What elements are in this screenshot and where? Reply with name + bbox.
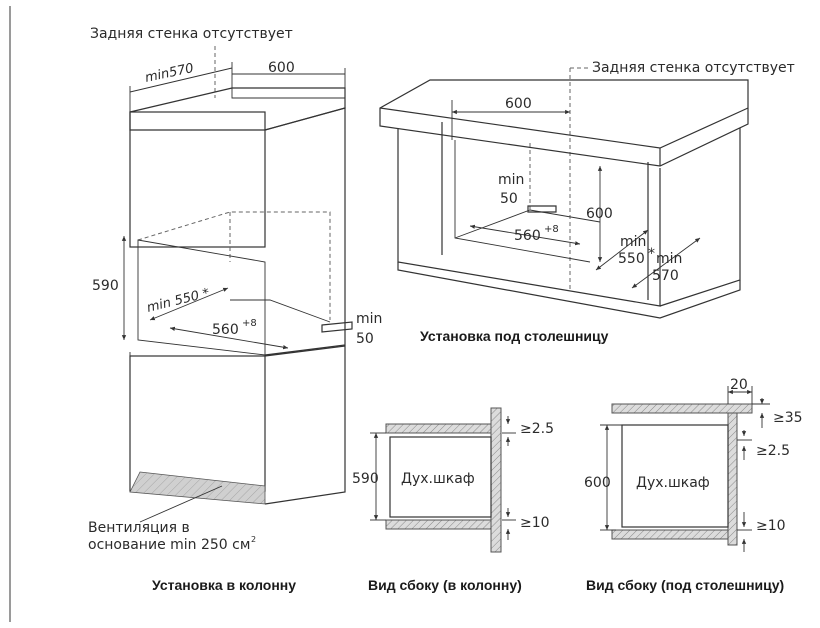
side-cnt-bottom-gap-label: ≥10 xyxy=(756,518,786,534)
counter-inner-width-sup: +8 xyxy=(544,224,559,235)
counter-depth-min: min xyxy=(656,251,682,267)
side-col-bottom-shelf xyxy=(385,519,492,530)
side-col-oven-label: Дух.шкаф xyxy=(401,471,475,487)
side-cnt-top-gap-label: ≥35 xyxy=(773,410,803,426)
counter-inner-width-dim-line xyxy=(469,224,581,246)
column-depth-dim-line xyxy=(129,67,233,93)
column-gap-marker xyxy=(321,321,353,333)
side-cnt-back-wall xyxy=(727,412,738,546)
side-cnt-countertop xyxy=(611,403,753,414)
side-cnt-height-label: 600 xyxy=(584,475,611,491)
column-back-wall-label: Задняя стенка отсутствует xyxy=(90,26,293,42)
column-niche-front xyxy=(137,239,266,356)
countertop-edge xyxy=(379,107,749,149)
column-gap-min: min xyxy=(356,311,382,327)
column-vent-opening xyxy=(129,471,266,505)
column-vent-label-1: Вентиляция в xyxy=(88,520,190,536)
column-height-label: 590 xyxy=(92,278,119,294)
side-col-oven xyxy=(389,436,492,518)
column-lower-side-panel xyxy=(264,345,346,505)
counter-back-wall-label: Задняя стенка отсутствует xyxy=(592,60,795,76)
side-view-column: Дух.шкаф 590 ≥2.5 ≥10 Вид сбоку (в колон… xyxy=(352,407,554,593)
column-width-label: 600 xyxy=(268,60,295,76)
side-cnt-top-offset-label: 20 xyxy=(730,377,748,393)
side-cnt-oven-label: Дух.шкаф xyxy=(636,475,710,491)
counter-plinth xyxy=(397,262,741,319)
side-col-height-label: 590 xyxy=(352,471,379,487)
side-col-top-gap-label: ≥2.5 xyxy=(520,421,554,437)
countertop-top-face xyxy=(379,79,749,167)
side-view-counter: Дух.шкаф 600 20 ≥35 ≥2.5 xyxy=(584,377,803,593)
side-col-caption: Вид сбоку (в колонну) xyxy=(368,577,522,593)
side-cnt-mid-gap-label: ≥2.5 xyxy=(756,443,790,459)
column-niche-floor xyxy=(230,299,331,323)
counter-inner-width-label: 560 xyxy=(514,228,541,244)
column-inner-width-dim-line xyxy=(169,326,289,350)
counter-base-front xyxy=(397,128,661,307)
side-cnt-bottom-shelf xyxy=(611,529,729,540)
counter-inner-depth-value: 550 xyxy=(618,251,645,267)
under-counter-installation: Задняя стенка отсутствует 600 min 50 xyxy=(379,60,795,344)
column-caption: Установка в колонну xyxy=(152,577,296,593)
column-depth-min-label: min570 xyxy=(144,61,195,86)
column-vent-label-2: основание min 250 см xyxy=(88,537,250,553)
column-inner-width-sup: +8 xyxy=(242,318,257,329)
column-inner-width-label: 560 xyxy=(212,322,239,338)
counter-inner-depth-star: * xyxy=(648,246,655,262)
column-lower-cabinet xyxy=(129,355,266,492)
column-cabinet-top xyxy=(129,87,346,131)
column-cabinet-top-notch xyxy=(231,88,345,99)
side-cnt-caption: Вид сбоку (под столешницу) xyxy=(586,577,784,593)
column-inner-depth-label: min 550 * xyxy=(145,286,211,316)
column-inner-depth-dim-line xyxy=(149,287,229,321)
counter-height-label: 600 xyxy=(586,206,613,222)
side-col-bottom-gap-label: ≥10 xyxy=(520,515,550,531)
counter-gap-value: 50 xyxy=(500,191,518,207)
counter-inner-depth-dim-line xyxy=(595,229,649,271)
side-col-top-shelf xyxy=(385,423,492,434)
counter-depth-dim-line xyxy=(631,237,701,289)
counter-gap-min: min xyxy=(498,172,524,188)
side-cnt-oven xyxy=(621,424,729,528)
counter-inner-depth-min: min xyxy=(620,234,646,250)
counter-gap-marker xyxy=(527,205,557,213)
column-vent-label-sup: 2 xyxy=(251,535,256,544)
counter-width-label: 600 xyxy=(505,96,532,112)
counter-caption: Установка под столешницу xyxy=(420,328,609,344)
column-upper-cabinet xyxy=(129,111,266,248)
counter-depth-value: 570 xyxy=(652,268,679,284)
column-side-panel xyxy=(264,107,346,356)
page-left-rule xyxy=(9,6,11,622)
column-gap-value: 50 xyxy=(356,331,374,347)
column-vent-leader xyxy=(139,485,223,523)
side-col-back-wall xyxy=(490,407,502,553)
column-installation: Задняя стенка отсутствует min570 600 5 xyxy=(88,26,382,593)
